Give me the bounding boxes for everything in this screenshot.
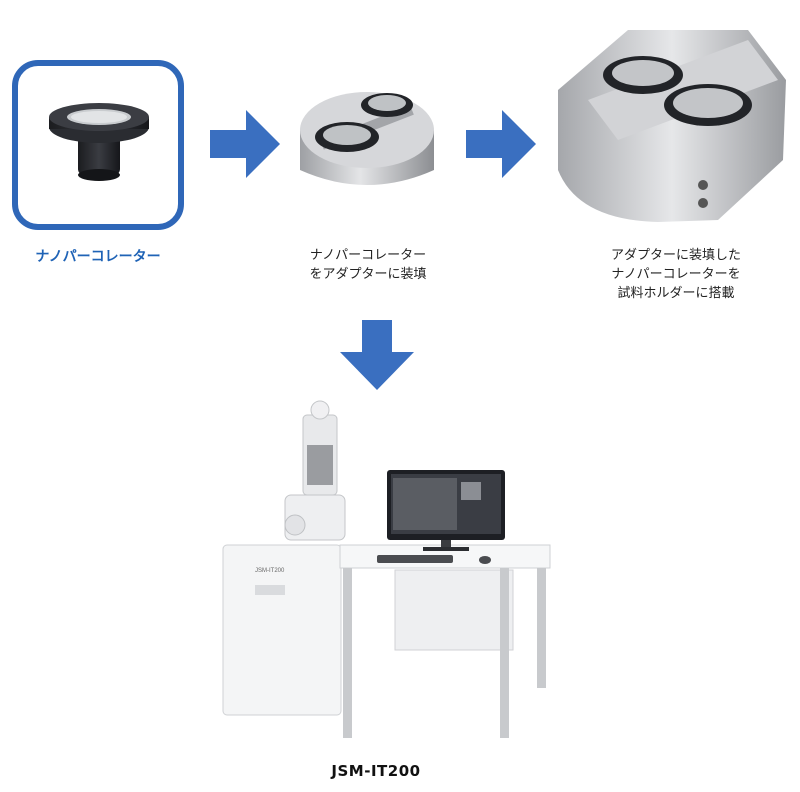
arrow-right-icon: [210, 110, 280, 178]
step3-label: アダプターに装填した ナノパーコレーターを 試料ホルダーに搭載: [590, 246, 762, 303]
instrument-model-label: JSM-IT200: [331, 762, 421, 780]
arrow-down-icon: [340, 320, 414, 390]
arrow-right-icon: [466, 110, 536, 178]
step2-label-line1: ナノパーコレーター: [309, 248, 427, 263]
step1-label: ナノパーコレーター: [35, 249, 161, 265]
step3-label-line2: ナノパーコレーターを: [611, 267, 741, 282]
adapter-image: [300, 92, 434, 185]
step2-label-line2: をアダプターに装填: [309, 267, 427, 282]
sem-instrument-image: JSM-IT200: [222, 400, 551, 738]
step3-label-line1: アダプターに装填した: [610, 248, 741, 263]
instrument-panel-label: JSM-IT200: [255, 568, 285, 574]
sample-holder-image: [558, 30, 786, 222]
nanopercolator-frame: [12, 60, 184, 230]
step2-label: ナノパーコレーター をアダプターに装填: [282, 246, 454, 284]
nanopercolator-image: [49, 103, 149, 181]
step3-label-line3: 試料ホルダーに搭載: [617, 286, 735, 301]
